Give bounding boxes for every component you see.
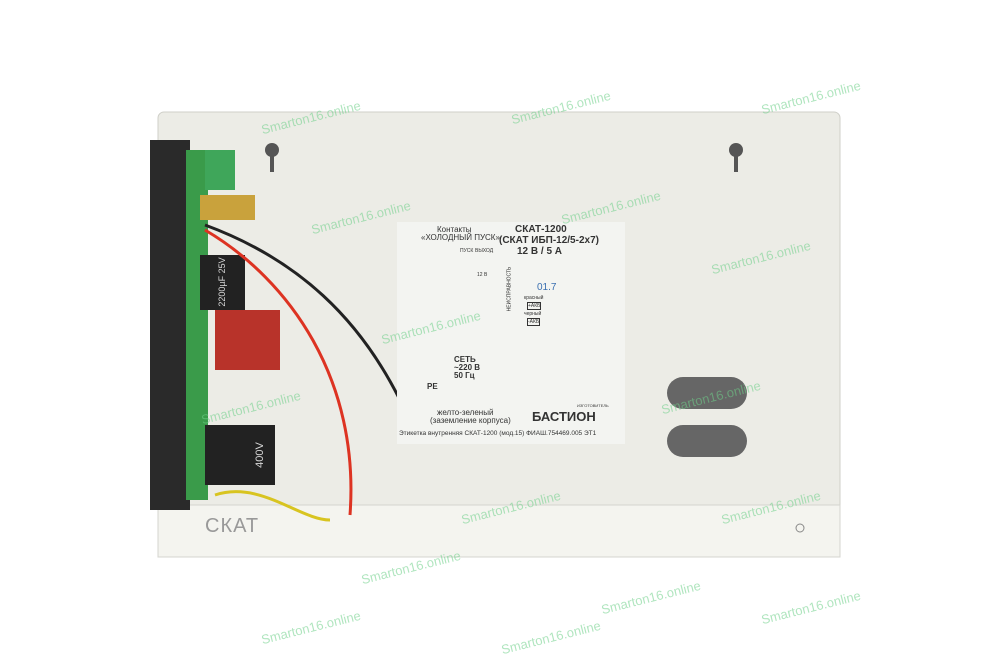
- mount-hole-left: [265, 143, 279, 172]
- pcb: [186, 150, 208, 500]
- label-fault: НЕИСПРАВНОСТЬ: [506, 266, 513, 312]
- label-ground: желто-зеленый: [437, 408, 494, 417]
- label-output: ВЫХОД: [475, 248, 494, 254]
- capacitor-2-marking: 400V: [254, 442, 266, 468]
- label-pe: PE: [427, 382, 438, 391]
- handwritten-mark: 01.7: [537, 282, 557, 293]
- cable-slot-1: [667, 377, 747, 409]
- capacitor-1: [200, 255, 245, 310]
- label-mains-hz: 50 Гц: [454, 371, 475, 380]
- label-ground-note: (заземление корпуса): [430, 416, 511, 425]
- heatsink: [150, 140, 208, 510]
- label-mains-v: ~220 В: [454, 363, 481, 372]
- internal-label: СКАТ-1200 (СКАТ ИБП-12/5-2х7) 12 В / 5 А…: [397, 222, 625, 444]
- label-akb-minus: -АКБ: [527, 318, 541, 326]
- terminal-block: [205, 150, 235, 190]
- fuse-holder: [200, 195, 255, 220]
- red-wire: [204, 228, 353, 516]
- brand-logo: БАСТИОН: [532, 409, 596, 424]
- label-cold-start: «ХОЛОДНЫЙ ПУСК»: [421, 233, 500, 242]
- label-mains: СЕТЬ: [454, 355, 476, 364]
- enclosure-front-lip: [157, 504, 841, 558]
- screw-hole: [795, 523, 805, 533]
- label-maker: ИЗГОТОВИТЕЛЬ: [577, 403, 609, 408]
- ground-wire: [214, 490, 331, 522]
- capacitor-2: [205, 425, 275, 485]
- label-start: ПУСК: [460, 248, 474, 254]
- capacitor-1-marking: 2200µF 25V: [217, 257, 227, 307]
- front-logo: СКАТ: [205, 515, 260, 537]
- label-akb-plus: +АКБ: [527, 302, 542, 310]
- cable-slot-2: [667, 425, 747, 457]
- mount-hole-right: [729, 143, 743, 172]
- inductor: [215, 310, 280, 370]
- label-black: черный: [524, 311, 542, 317]
- label-title: СКАТ-1200: [515, 224, 567, 235]
- label-footer: Этикетка внутренняя СКАТ-1200 (мод.15) Ф…: [399, 430, 597, 437]
- label-rating: 12 В / 5 А: [517, 246, 563, 257]
- label-red: красный: [524, 295, 544, 301]
- label-subtitle: (СКАТ ИБП-12/5-2х7): [499, 235, 599, 246]
- label-contacts: Контакты: [437, 225, 472, 234]
- label-output-v: 12 В: [477, 272, 488, 278]
